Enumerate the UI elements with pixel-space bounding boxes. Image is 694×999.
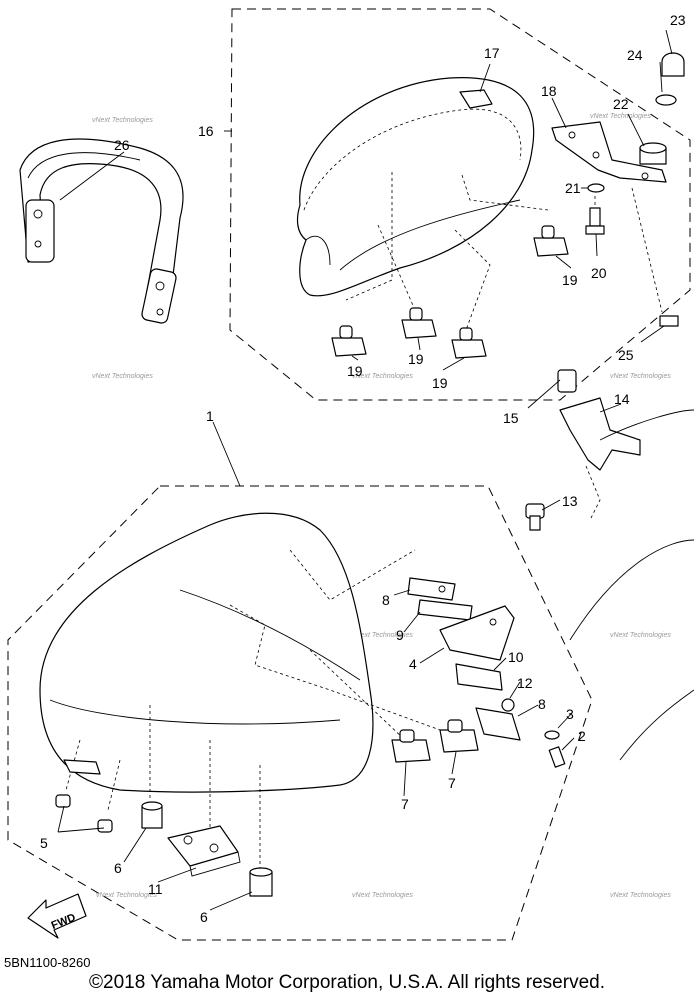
callout-2: 2 xyxy=(578,728,586,744)
watermark: vNext Technologies xyxy=(610,373,671,380)
callout-17: 17 xyxy=(484,45,500,61)
callout-6b: 6 xyxy=(200,909,208,925)
callout-12: 12 xyxy=(517,675,533,691)
callout-19b: 19 xyxy=(347,363,363,379)
callout-11: 11 xyxy=(148,881,163,897)
callout-24: 24 xyxy=(627,47,643,63)
rider-seat-part-1 xyxy=(39,512,441,870)
callout-18: 18 xyxy=(541,83,557,99)
callout-8b: 8 xyxy=(538,696,546,712)
leader-lines xyxy=(57,29,673,911)
watermark: vNext Technologies xyxy=(92,373,153,380)
callout-7a: 7 xyxy=(401,796,409,812)
callout-23: 23 xyxy=(670,12,686,28)
callout-19c: 19 xyxy=(408,351,424,367)
passenger-seat-part-17 xyxy=(296,77,549,331)
rider-seat-group-outline xyxy=(7,485,593,941)
bracket-part-14 xyxy=(557,369,694,521)
diagram-code: 5BN1100-8260 xyxy=(4,955,91,970)
callout-3: 3 xyxy=(566,706,574,722)
callout-13: 13 xyxy=(562,493,578,509)
callout-15: 15 xyxy=(503,410,519,426)
callout-1: 1 xyxy=(206,408,214,424)
watermark: vNext Technologies xyxy=(352,892,413,899)
watermark: vNext Technologies xyxy=(610,892,671,899)
clip-parts-19 xyxy=(331,225,569,359)
callout-16: 16 xyxy=(198,123,214,139)
watermark: vNext Technologies xyxy=(96,892,157,899)
hardware-lower xyxy=(55,503,694,897)
copyright-notice: ©2018 Yamaha Motor Corporation, U.S.A. A… xyxy=(89,972,605,993)
watermark: vNext Technologies xyxy=(352,632,413,639)
hardware-upper xyxy=(585,52,685,327)
callout-10: 10 xyxy=(508,649,524,665)
callout-9: 9 xyxy=(396,627,404,643)
callout-7b: 7 xyxy=(448,775,456,791)
callout-19a: 19 xyxy=(562,272,578,288)
callout-6a: 6 xyxy=(114,860,122,876)
watermark: vNext Technologies xyxy=(352,373,413,380)
callout-8a: 8 xyxy=(382,592,390,608)
callout-5: 5 xyxy=(40,835,48,851)
callout-22: 22 xyxy=(613,96,629,112)
callout-14: 14 xyxy=(614,391,630,407)
callout-19d: 19 xyxy=(432,375,448,391)
grab-strap-part-26 xyxy=(19,138,184,324)
callout-20: 20 xyxy=(591,265,607,281)
callout-labels: 1 2 3 4 5 6 6 7 7 8 8 9 10 11 12 13 14 1… xyxy=(40,12,686,925)
callout-21: 21 xyxy=(565,180,581,196)
watermark: vNext Technologies xyxy=(590,113,651,120)
callout-26: 26 xyxy=(114,137,130,153)
watermark: vNext Technologies xyxy=(92,117,153,124)
bracket-part-18 xyxy=(551,121,667,183)
watermark: vNext Technologies xyxy=(610,632,671,639)
forward-direction-arrow: FWD xyxy=(27,893,87,939)
callout-4: 4 xyxy=(409,656,417,672)
callout-25: 25 xyxy=(618,347,634,363)
